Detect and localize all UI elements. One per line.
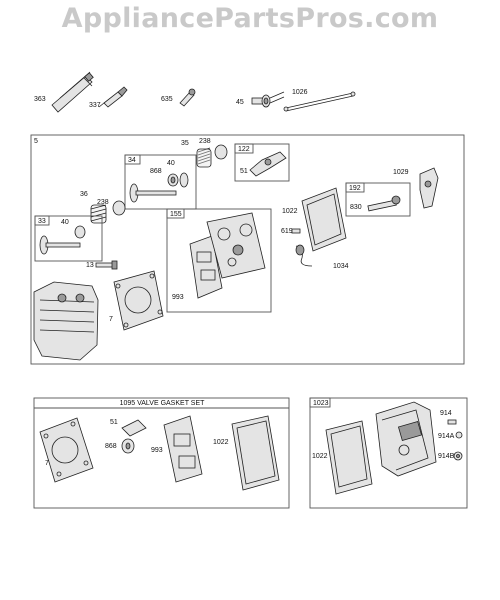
kit-callout-993: 993 bbox=[151, 447, 163, 454]
part-868-retainer-upper[interactable] bbox=[167, 173, 179, 187]
subassembly-tag-33 bbox=[34, 215, 50, 226]
part-valve-upper[interactable] bbox=[129, 183, 177, 203]
cover-callout-914: 914 bbox=[440, 410, 452, 417]
part-363-ignition-armature[interactable] bbox=[51, 71, 94, 113]
callout-1029: 1029 bbox=[393, 169, 409, 176]
part-238-cap-lower[interactable] bbox=[112, 200, 126, 216]
part-238-cap-upper[interactable] bbox=[214, 144, 228, 160]
kit-callout-51: 51 bbox=[110, 419, 118, 426]
callout-36: 36 bbox=[80, 191, 88, 198]
callout-1034: 1034 bbox=[333, 263, 349, 270]
part-breather-plate[interactable] bbox=[206, 212, 266, 279]
callout-363: 363 bbox=[34, 96, 46, 103]
subassembly-tag-155 bbox=[166, 208, 185, 219]
callout-238-upper: 238 bbox=[199, 138, 211, 145]
kit-box-1095 bbox=[33, 397, 290, 509]
cover-part-914b-grommet[interactable] bbox=[453, 451, 463, 461]
callout-34: 34 bbox=[128, 157, 136, 164]
callout-40-lower: 40 bbox=[61, 219, 69, 226]
subassembly-tag-122 bbox=[234, 143, 254, 154]
part-13-head-bolt[interactable] bbox=[95, 260, 118, 270]
cover-part-914-screw[interactable] bbox=[447, 419, 457, 425]
kit-part-1022-cover-gasket[interactable] bbox=[231, 415, 280, 491]
cover-callout-914a: 914A bbox=[438, 433, 455, 440]
part-1029-rocker-arm[interactable] bbox=[419, 167, 439, 209]
callout-122: 122 bbox=[238, 146, 250, 153]
callout-155: 155 bbox=[170, 211, 182, 218]
callout-35: 35 bbox=[181, 140, 189, 147]
kit-callout-1022: 1022 bbox=[213, 439, 229, 446]
part-7-head-gasket[interactable] bbox=[113, 270, 164, 331]
part-36-valve-spring-lower[interactable] bbox=[90, 204, 107, 224]
callout-337: 337 bbox=[89, 102, 101, 109]
callout-868-upper: 868 bbox=[150, 168, 162, 175]
callout-5: 5 bbox=[34, 138, 38, 145]
callout-7-upper: 7 bbox=[109, 316, 113, 323]
part-635-stud[interactable] bbox=[179, 88, 196, 107]
cover-callout-1022: 1022 bbox=[312, 453, 328, 460]
subassembly-tag-34 bbox=[124, 154, 141, 165]
cover-part-1023-valve-cover[interactable] bbox=[375, 401, 437, 477]
assembly-box-5 bbox=[30, 134, 465, 365]
part-valve-lower[interactable] bbox=[39, 225, 86, 255]
part-cylinder-head[interactable] bbox=[33, 281, 99, 361]
subassembly-box-155 bbox=[166, 208, 272, 313]
callout-1026: 1026 bbox=[292, 89, 308, 96]
cover-callout-1023: 1023 bbox=[313, 400, 329, 407]
part-1026-push-rod[interactable] bbox=[283, 91, 356, 112]
callout-13: 13 bbox=[86, 262, 94, 269]
cover-part-914a-washer[interactable] bbox=[455, 431, 463, 439]
kit-part-51-gasket[interactable] bbox=[121, 419, 147, 437]
callout-635: 635 bbox=[161, 96, 173, 103]
part-337-spark-plug[interactable] bbox=[98, 86, 128, 108]
part-192-rocker-stud[interactable] bbox=[367, 195, 401, 212]
part-45-guide-tube[interactable] bbox=[251, 91, 285, 108]
kit-part-868-seal[interactable] bbox=[121, 438, 135, 454]
subassembly-box-33 bbox=[34, 215, 103, 262]
callout-993-upper: 993 bbox=[172, 294, 184, 301]
kit-callout-868: 868 bbox=[105, 443, 117, 450]
subassembly-box-122 bbox=[234, 143, 290, 182]
cover-box-tag-1023 bbox=[309, 397, 331, 408]
kit-part-7-head-gasket[interactable] bbox=[39, 417, 94, 483]
part-35-valve-spring-upper[interactable] bbox=[196, 147, 212, 168]
kit-callout-7: 7 bbox=[45, 460, 49, 467]
callout-33: 33 bbox=[38, 218, 46, 225]
cover-box-1023 bbox=[309, 397, 468, 509]
subassembly-tag-192 bbox=[345, 182, 365, 193]
part-1034-breather-hose[interactable] bbox=[295, 244, 313, 267]
callout-51-upper: 51 bbox=[240, 168, 248, 175]
site-watermark: AppliancePartsPros.com bbox=[61, 3, 439, 34]
kit-part-993-gasket[interactable] bbox=[163, 415, 203, 483]
subassembly-box-192 bbox=[345, 182, 411, 217]
kit-title: 1095 VALVE GASKET SET bbox=[120, 400, 206, 407]
part-40-seal-upper[interactable] bbox=[179, 172, 189, 188]
callout-40-upper: 40 bbox=[167, 160, 175, 167]
callout-192: 192 bbox=[349, 185, 361, 192]
callout-830: 830 bbox=[350, 204, 362, 211]
callout-619: 619 bbox=[281, 228, 293, 235]
callout-45: 45 bbox=[236, 99, 244, 106]
subassembly-box-34 bbox=[124, 154, 197, 210]
part-122-rocker-arm[interactable] bbox=[249, 151, 287, 177]
cover-callout-914b: 914B bbox=[438, 453, 455, 460]
part-1022-valve-cover-gasket[interactable] bbox=[301, 187, 347, 252]
part-993-gasket[interactable] bbox=[189, 235, 223, 299]
part-619-screw[interactable] bbox=[291, 228, 301, 234]
callout-238-lower: 238 bbox=[97, 199, 109, 206]
cover-part-1022-gasket[interactable] bbox=[325, 420, 373, 495]
callout-1022-upper: 1022 bbox=[282, 208, 298, 215]
